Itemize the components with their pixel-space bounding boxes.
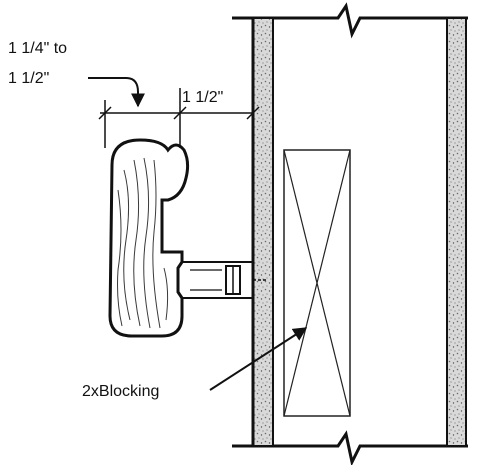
- left-drywall: [252, 17, 274, 447]
- width-leader-arrow: [88, 77, 145, 108]
- label-blocking: 2xBlocking: [82, 383, 159, 400]
- blocking-leader-arrow: [209, 327, 308, 391]
- dimension-handrail-width: [98, 88, 187, 148]
- label-handrail-width-line2: 1 1/2": [8, 70, 49, 87]
- handrail-profile: [108, 138, 190, 338]
- blocking-2x: [283, 149, 351, 417]
- label-clearance: 1 1/2": [182, 89, 223, 106]
- right-drywall: [446, 17, 467, 447]
- bottom-break-line: [232, 430, 468, 465]
- dimension-clearance: [180, 106, 260, 120]
- label-handrail-width-line1: 1 1/4" to: [8, 40, 67, 57]
- handrail-bracket: [182, 261, 268, 299]
- top-break-line: [232, 2, 468, 39]
